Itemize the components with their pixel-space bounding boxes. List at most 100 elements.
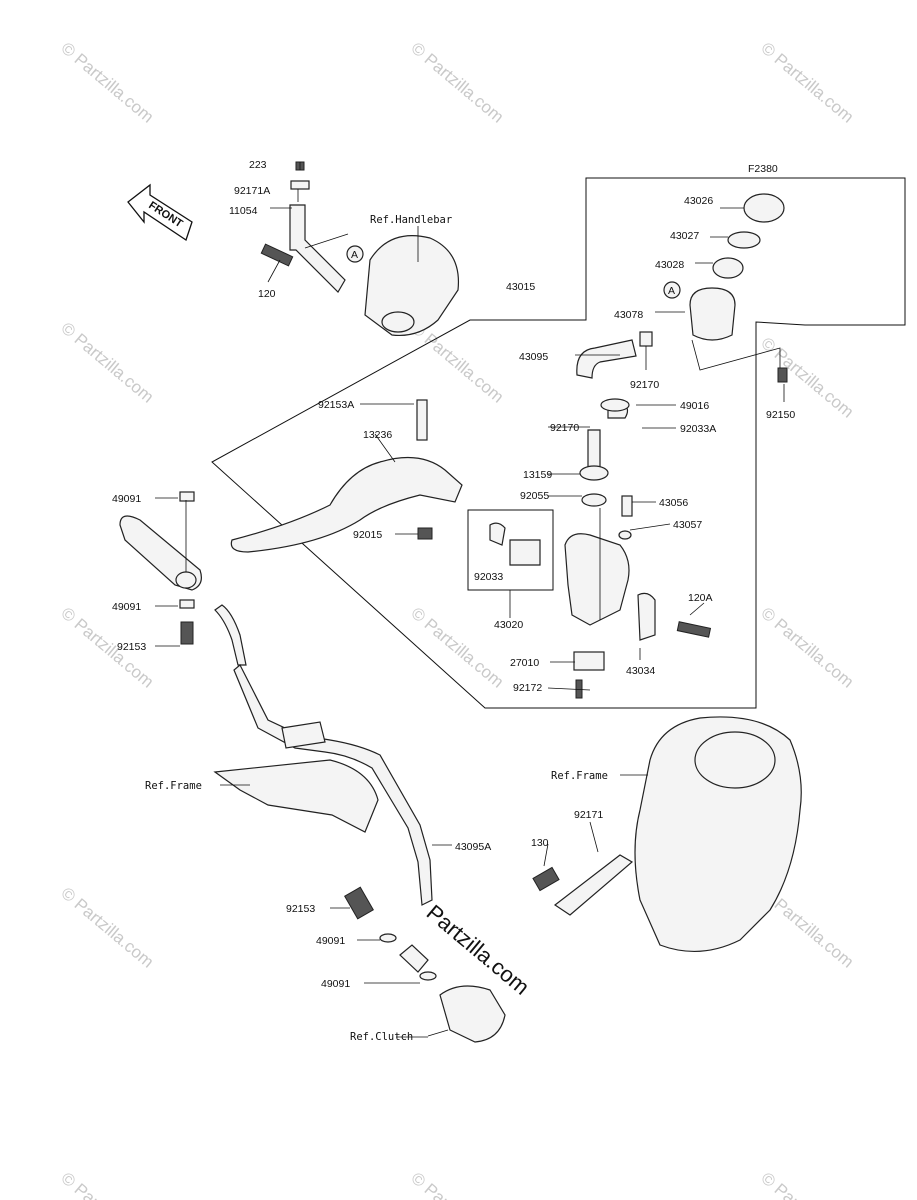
banjo-fitting-lower [399, 944, 429, 973]
label-92153-lower: 92153 [286, 903, 315, 915]
part-92153A-bolt [416, 399, 428, 441]
watermark: © Partzilla.com [757, 39, 857, 127]
label-92171A: 92171A [234, 185, 270, 197]
watermark: © Partzilla.com [407, 319, 507, 407]
part-43095A-hose [233, 664, 433, 906]
part-13159-base [579, 465, 609, 481]
frame-bracket-left [213, 759, 379, 833]
label-92153A: 92153A [318, 399, 354, 411]
part-43095-hose [576, 339, 637, 379]
watermark: © Partzilla.com [57, 319, 157, 407]
label-49091-lower-a: 49091 [316, 935, 345, 947]
label-223: 223 [249, 159, 267, 171]
label-120A: 120A [688, 592, 713, 604]
label-49091-lower-b: 49091 [321, 978, 350, 990]
hose-clutch-group [119, 491, 506, 1043]
part-43026-cap [743, 193, 785, 223]
piston-kit-43020-box [467, 509, 554, 591]
part-120A-bolt [676, 621, 712, 638]
master-cylinder-body [564, 533, 630, 626]
part-92153-bolt-lower [344, 886, 374, 920]
label-43095A: 43095A [455, 841, 491, 853]
hose-banjo-upper [119, 515, 202, 591]
part-49091-washer-middle [179, 599, 195, 609]
label-92033A: 92033A [680, 423, 716, 435]
switch-housing-group: A [260, 161, 460, 337]
part-130-bolt [532, 866, 560, 892]
part-92171A-clamp [290, 180, 310, 190]
watermark: © Partzilla.com [407, 604, 507, 692]
part-92033-circlip [489, 522, 506, 546]
label-92015: 92015 [353, 529, 382, 541]
reference-labels: Ref.Handlebar Ref.Frame Ref.Frame Ref.Cl… [145, 214, 608, 1043]
marker-a-right-letter: A [668, 285, 675, 297]
assembly-43015-outline [211, 177, 906, 709]
label-92153-upper: 92153 [117, 641, 146, 653]
clutch-slave-cylinder [439, 985, 506, 1043]
part-49091-washer-lower-a [379, 933, 397, 943]
label-92150: 92150 [766, 409, 795, 421]
label-27010: 27010 [510, 657, 539, 669]
frame-right-group [532, 716, 802, 952]
ref-leaders [396, 226, 428, 1038]
part-27010-switch [573, 651, 605, 671]
label-43020: 43020 [494, 619, 523, 631]
part-43028-diaphragm [712, 257, 744, 279]
frame-right-steering-head [694, 731, 776, 789]
banjo-fitting-upper [175, 571, 197, 589]
label-43026: 43026 [684, 195, 713, 207]
label-43027: 43027 [670, 230, 699, 242]
marker-a-right [663, 281, 681, 299]
part-13159-push-rod [587, 429, 601, 471]
watermark-center: Partzilla.com [422, 900, 535, 1000]
hose-upper-section [214, 604, 247, 666]
label-92170-reservoir: 92170 [630, 379, 659, 391]
part-43020-piston [509, 539, 541, 566]
part-43057-cap [618, 530, 632, 540]
watermark: © Partzilla.com [757, 1169, 857, 1200]
marker-a-left [346, 245, 364, 263]
watermark: © Partzilla.com [407, 39, 507, 127]
label-92033: 92033 [474, 571, 503, 583]
front-arrow: FRONT [127, 183, 193, 242]
part-92170-clip [639, 331, 653, 347]
part-92171-clamp-right [553, 854, 634, 916]
switch-housing-bore [381, 311, 415, 333]
watermark: © Partzilla.com [757, 604, 857, 692]
label-43034: 43034 [626, 665, 655, 677]
part-13236-lever [230, 456, 463, 553]
part-43027-plate [727, 231, 761, 249]
label-49016: 49016 [680, 400, 709, 412]
diagram-code: F2380 [748, 163, 778, 175]
ref-frame-right: Ref.Frame [551, 770, 608, 782]
part-92015-nut [417, 527, 433, 540]
switch-housing [364, 235, 460, 337]
part-92153-bolt-upper [180, 621, 194, 645]
label-49091-middle: 49091 [112, 601, 141, 613]
ref-clutch: Ref.Clutch [350, 1031, 413, 1043]
label-11054: 11054 [229, 205, 258, 217]
part-labels: 223 92171A 11054 120 43015 43026 43027 4… [112, 159, 795, 990]
reservoir-group: A [575, 193, 788, 402]
label-13236: 13236 [363, 429, 392, 441]
label-13159: 13159 [523, 469, 552, 481]
part-43034-holder [637, 592, 656, 641]
label-120: 120 [258, 288, 276, 300]
part-49016-washer [600, 398, 630, 412]
label-92055: 92055 [520, 490, 549, 502]
lever-group [230, 399, 463, 553]
label-43028: 43028 [655, 259, 684, 271]
label-43057: 43057 [673, 519, 702, 531]
part-49091-washer-top [179, 491, 195, 502]
label-43056: 43056 [659, 497, 688, 509]
part-49091-washer-lower-b [419, 971, 437, 981]
part-92055-o-ring [581, 493, 607, 507]
label-130: 130 [531, 837, 549, 849]
part-11054-bracket [289, 204, 346, 293]
label-92170-clamp: 92170 [550, 422, 579, 434]
watermark: © Partzilla.com [57, 1169, 157, 1200]
label-43095: 43095 [519, 351, 548, 363]
watermark: © Partzilla.com [57, 39, 157, 127]
ref-frame-left: Ref.Frame [145, 780, 202, 792]
